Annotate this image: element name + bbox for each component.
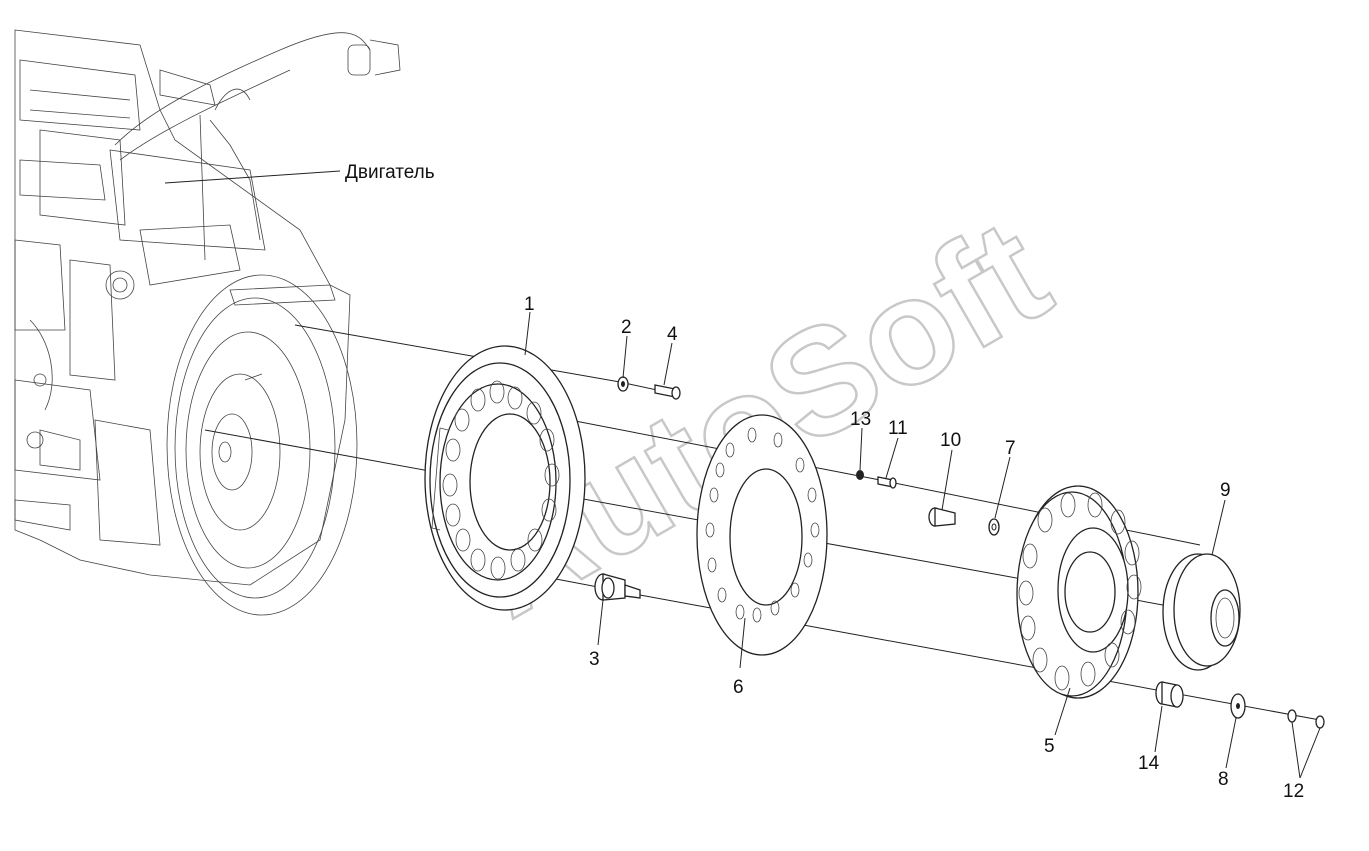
callout-1: 1 xyxy=(524,294,535,315)
callout-8: 8 xyxy=(1218,769,1229,790)
axis-line-center xyxy=(204,429,1001,576)
callout-2: 2 xyxy=(621,317,632,338)
callout-5: 5 xyxy=(1044,736,1055,757)
part-3-stud xyxy=(594,573,641,601)
engine-label: Двигатель xyxy=(345,162,435,183)
part-1-flywheel-plate xyxy=(424,345,586,611)
part-14-spacer xyxy=(1155,681,1184,708)
callout-14: 14 xyxy=(1138,753,1160,774)
part-12-nuts xyxy=(1287,709,1325,729)
part-7-washer xyxy=(988,518,1000,536)
callout-7: 7 xyxy=(1005,438,1016,459)
engine-leader-line xyxy=(164,170,341,184)
axis-line-upper xyxy=(294,324,621,383)
callout-leaders xyxy=(524,311,1321,779)
callout-4: 4 xyxy=(667,324,678,345)
callout-9: 9 xyxy=(1220,480,1231,501)
callout-labels: Двигатель 1 2 3 4 5 6 7 8 9 10 11 12 13 … xyxy=(345,162,1304,802)
part-4-bolt xyxy=(654,384,681,400)
callout-12: 12 xyxy=(1283,781,1304,802)
callout-3: 3 xyxy=(589,649,600,670)
part-10-bolt xyxy=(928,507,956,527)
part-13-washer xyxy=(856,470,864,480)
part-11-screw xyxy=(877,476,897,489)
engine xyxy=(14,29,401,586)
callout-13: 13 xyxy=(850,409,871,430)
callout-11: 11 xyxy=(888,418,908,439)
part-9-hub xyxy=(1162,553,1241,671)
part-8-washer xyxy=(1230,693,1246,719)
part-5-coupling xyxy=(1016,485,1142,699)
callout-6: 6 xyxy=(733,677,744,698)
callout-10: 10 xyxy=(940,430,961,451)
flywheel-housing xyxy=(166,274,358,616)
part-2-nut xyxy=(617,376,629,392)
part-6-disc xyxy=(696,414,828,656)
